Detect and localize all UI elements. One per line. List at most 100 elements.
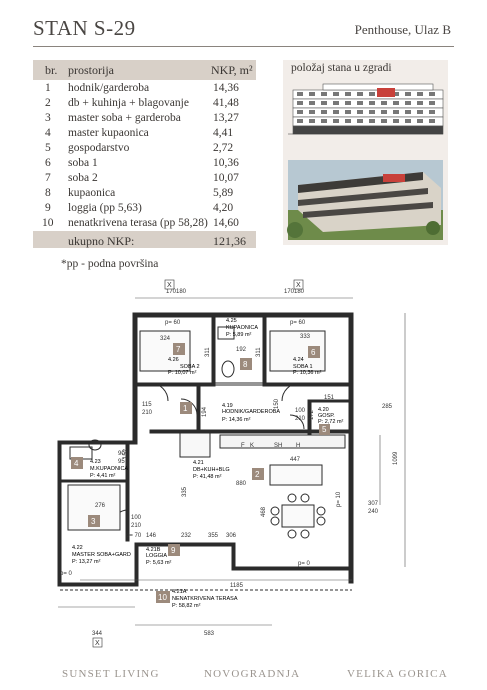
- label-p0: p= 0: [298, 561, 311, 567]
- footer-right: VELIKA GORICA: [347, 668, 448, 680]
- dimension-lines: [58, 297, 406, 626]
- svg-text:9: 9: [171, 546, 176, 555]
- room-area-1: P: 14,36 m²: [222, 417, 251, 423]
- building-render: [287, 160, 443, 240]
- svg-text:8: 8: [243, 360, 248, 369]
- dim-172: 172: [309, 409, 315, 420]
- room-name-2: DB+KUH+BLG: [193, 467, 230, 473]
- col-area: NKP, m²: [211, 63, 253, 77]
- dim-95: 95: [118, 459, 125, 465]
- label-f: F: [241, 443, 245, 449]
- dim-180: 180: [176, 289, 187, 295]
- svg-text:5: 5: [322, 425, 327, 434]
- room-area-3: P: 13,27 m²: [72, 559, 101, 565]
- dim-146: 146: [146, 533, 157, 539]
- dim-100: 100: [295, 408, 306, 414]
- dim-232: 232: [181, 533, 192, 539]
- room-badge-1: [180, 402, 192, 414]
- table-total: ukupno NKP: 121,36: [33, 231, 256, 248]
- dim-100b: 100: [131, 515, 142, 521]
- room-name-5: GOSP.: [318, 413, 335, 419]
- label-sh: SH: [274, 443, 282, 449]
- room-name-8: KUPAONICA: [226, 325, 258, 331]
- dim-311b: 311: [256, 347, 262, 357]
- total-label: ukupno NKP:: [68, 234, 135, 248]
- room-badge-10: [156, 591, 170, 603]
- building-elevation: [288, 83, 444, 135]
- dim-170: 170: [166, 289, 177, 295]
- dim-1185: 1185: [230, 583, 244, 589]
- dim-880: 880: [236, 481, 247, 487]
- table-header: br. prostorija NKP, m²: [33, 60, 256, 80]
- dim-306: 306: [226, 533, 237, 539]
- room-area-5: P: 2,72 m²: [318, 419, 344, 425]
- dim-152: 152: [123, 448, 129, 459]
- building-images: [287, 83, 444, 240]
- location-title: položaj stana u zgradi: [291, 62, 392, 74]
- room-badge-8: [240, 358, 252, 370]
- label-p0b: p= 0: [60, 571, 73, 577]
- dim-324: 324: [160, 336, 171, 342]
- room-badge-2: [252, 468, 264, 480]
- apartment-highlight: [377, 88, 395, 97]
- label-p10: p= 10: [336, 491, 342, 507]
- label-h: H: [296, 443, 300, 449]
- total-value: 121,36: [213, 234, 246, 248]
- footnote: *pp - podna površina: [61, 258, 159, 270]
- room-area-2: P: 41,48 m²: [193, 474, 222, 480]
- dim-180b: 180: [294, 289, 305, 295]
- dim-307: 307: [368, 501, 379, 507]
- room-code-7: 4.26: [168, 357, 179, 363]
- svg-text:1: 1: [183, 404, 188, 413]
- label-p60: p= 60: [165, 320, 181, 326]
- room-labels: 7 4.26 SOBA 2 P: 10,07 m² 4.25 KUPAONICA…: [71, 318, 344, 609]
- marker-x-top-right: X: [296, 282, 301, 289]
- dim-344: 344: [92, 631, 103, 637]
- room-code-8: 4.25: [226, 318, 237, 324]
- room-name-10: NENATKRIVENA TERASA: [172, 596, 238, 602]
- footer-left: SUNSET LIVING: [62, 668, 160, 680]
- dim-210b: 210: [295, 416, 306, 422]
- dim-194: 194: [202, 406, 208, 417]
- svg-text:3: 3: [91, 517, 96, 526]
- room-code-2: 4.21: [193, 460, 204, 466]
- room-area-9: P: 5,63 m²: [146, 560, 172, 566]
- dim-90: 90: [118, 451, 125, 457]
- room-name-1: HODNIK/GARDEROBA: [222, 409, 280, 415]
- room-name-4: M.KUPAONICA: [90, 466, 128, 472]
- col-nr: br.: [45, 63, 58, 77]
- dim-335: 335: [182, 486, 188, 497]
- dim-150: 150: [274, 398, 280, 409]
- dim-210: 210: [142, 410, 153, 416]
- page-title: STAN S-29: [33, 16, 136, 40]
- dim-447: 447: [290, 457, 301, 463]
- room-area-7: P: 10,07 m²: [168, 370, 197, 376]
- room-area-6: P: 10,36 m²: [293, 370, 322, 376]
- room-code-9: 4.21B: [146, 547, 161, 553]
- dim-285: 285: [382, 404, 393, 410]
- room-code-5: 4.20: [318, 407, 329, 413]
- dim-311: 311: [205, 347, 211, 357]
- svg-text:7: 7: [176, 345, 181, 354]
- label-p60b: p= 60: [290, 320, 306, 326]
- svg-text:2: 2: [255, 470, 260, 479]
- title-divider: [33, 46, 454, 47]
- room-area-4: P: 4,41 m²: [90, 473, 116, 479]
- room-name-7: SOBA 2: [180, 364, 200, 370]
- dim-355: 355: [208, 533, 219, 539]
- dim-240: 240: [368, 509, 379, 515]
- dim-210c: 210: [131, 523, 142, 529]
- marker-x-bottom: X: [95, 640, 100, 647]
- footer-center: NOVOGRADNJA: [204, 668, 301, 680]
- dim-333: 333: [300, 334, 311, 340]
- room-badge-6: [308, 346, 320, 358]
